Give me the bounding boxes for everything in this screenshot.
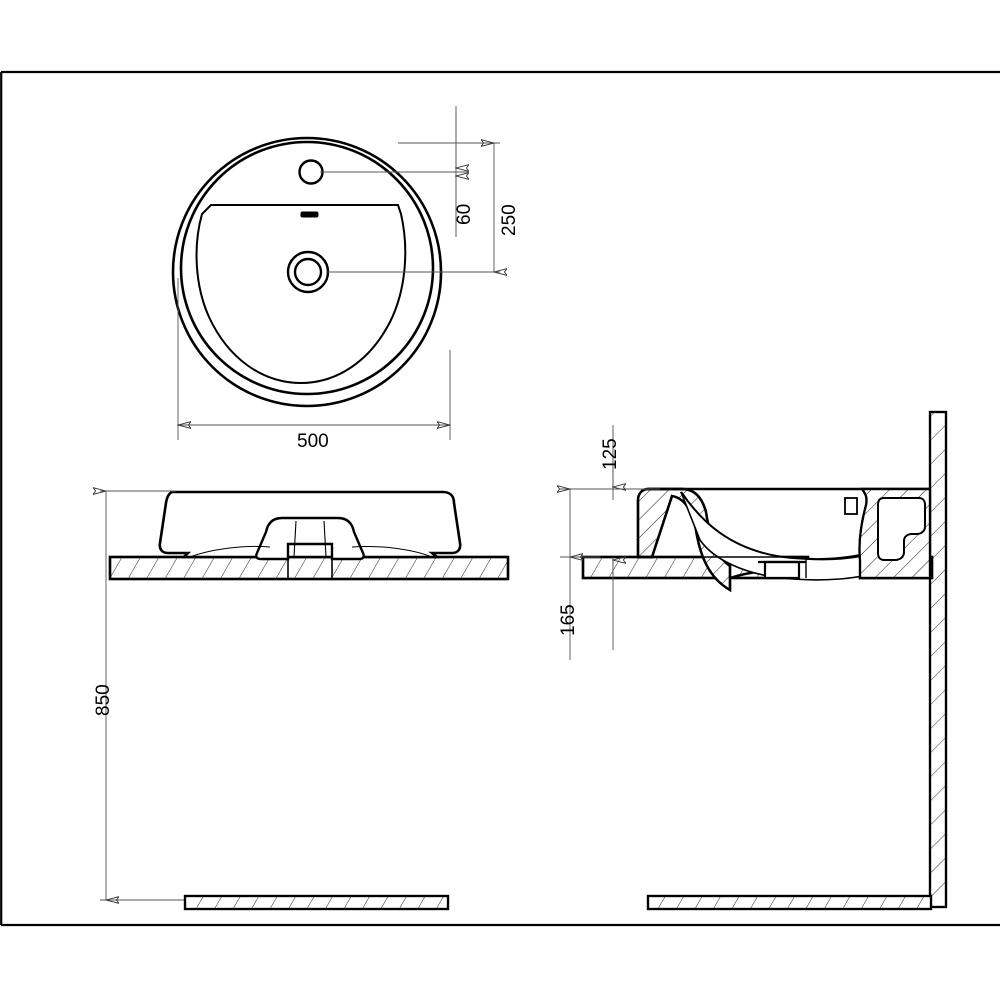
floor-slab-right [646,894,933,911]
section-waste-spigot [758,560,806,580]
front-view [108,490,510,581]
floor-slab-left [183,894,450,911]
basin-bowl-outline [195,204,407,385]
dimension-label-250: 250 [499,204,520,236]
front-pedestal-line-left [293,520,297,558]
section-tap-deck [844,487,932,580]
dimension-label-165: 165 [558,604,579,636]
front-pedestal-line-right [323,520,327,558]
section-tap-cavity [877,497,926,561]
top-view-dimension-lines [178,106,500,440]
front-underside-curve-right [351,546,433,558]
front-pedestal-shroud [255,516,365,561]
front-view-dimension-lines [100,491,190,900]
dimension-label-125: 125 [600,438,621,470]
section-view [581,410,948,909]
front-underside-curve-left [189,545,271,558]
section-basin-left-wall [636,487,732,593]
front-counter-slab [108,555,510,581]
section-deck-notch [844,497,858,515]
floor-view [183,894,933,911]
tap-hole-icon [298,159,324,185]
dimension-label-850: 850 [93,684,114,716]
section-wall [928,410,948,909]
dimension-label-60: 60 [454,203,475,225]
dimension-label-500: 500 [297,431,329,452]
section-dimension-lines [560,425,660,660]
overflow-slot-icon [300,211,319,218]
sheet-frame [0,70,1000,927]
waste-outlet-inner-ring [293,257,323,287]
